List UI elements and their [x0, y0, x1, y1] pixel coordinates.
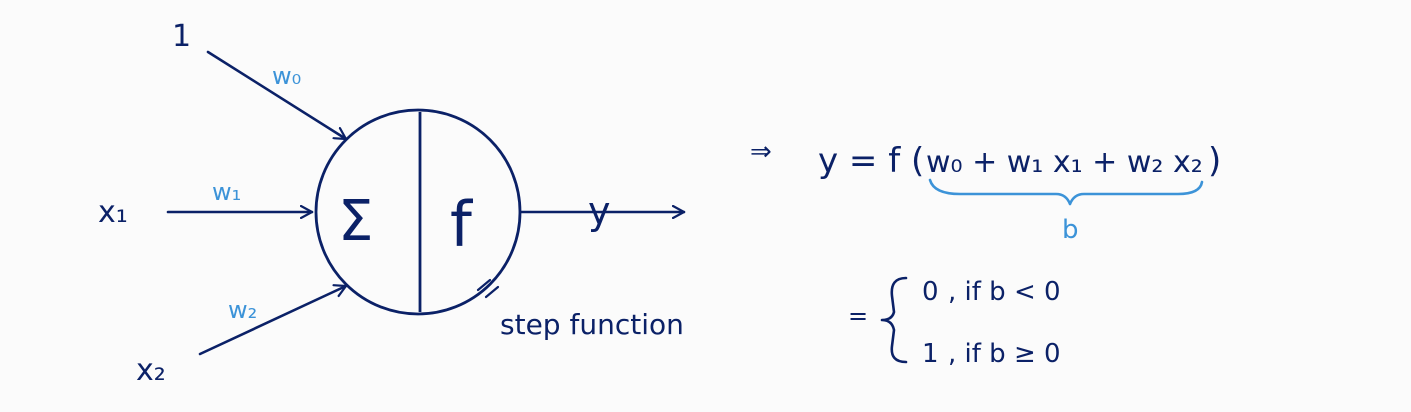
input-edge-bias: [206, 50, 348, 141]
weight-label-w0: w₀: [272, 62, 301, 90]
weight-label-w1: w₁: [212, 178, 241, 206]
cases-brace: [880, 276, 908, 364]
case-2-value: 1: [922, 339, 939, 369]
weight-label-w2: w₂: [228, 296, 257, 324]
equation-inner: w₀ + w₁ x₁ + w₂ x₂: [926, 145, 1203, 180]
step-function-annotation: step function: [500, 308, 684, 341]
input-label-bias: 1: [172, 19, 191, 54]
case-1-value: 0: [922, 277, 939, 307]
cases-equals: =: [848, 302, 868, 330]
case-2-condition: , if b ≥ 0: [948, 339, 1061, 369]
equation-rhs: ): [1208, 141, 1221, 181]
input-label-x2: x₂: [136, 353, 166, 388]
tick-mark-1: [476, 278, 492, 292]
equation-lhs: y = f (: [818, 141, 924, 181]
implies-symbol: ⇒: [750, 137, 772, 167]
tick-mark-2: [484, 285, 500, 299]
input-label-x1: x₁: [98, 195, 128, 230]
sum-symbol: Σ: [338, 189, 373, 254]
under-brace: [928, 178, 1204, 206]
brace-label-b: b: [1062, 215, 1079, 245]
case-1-condition: , if b < 0: [948, 277, 1061, 307]
activation-symbol: f: [450, 188, 474, 261]
output-label: y: [588, 189, 611, 233]
input-edge-x2: [198, 286, 348, 356]
